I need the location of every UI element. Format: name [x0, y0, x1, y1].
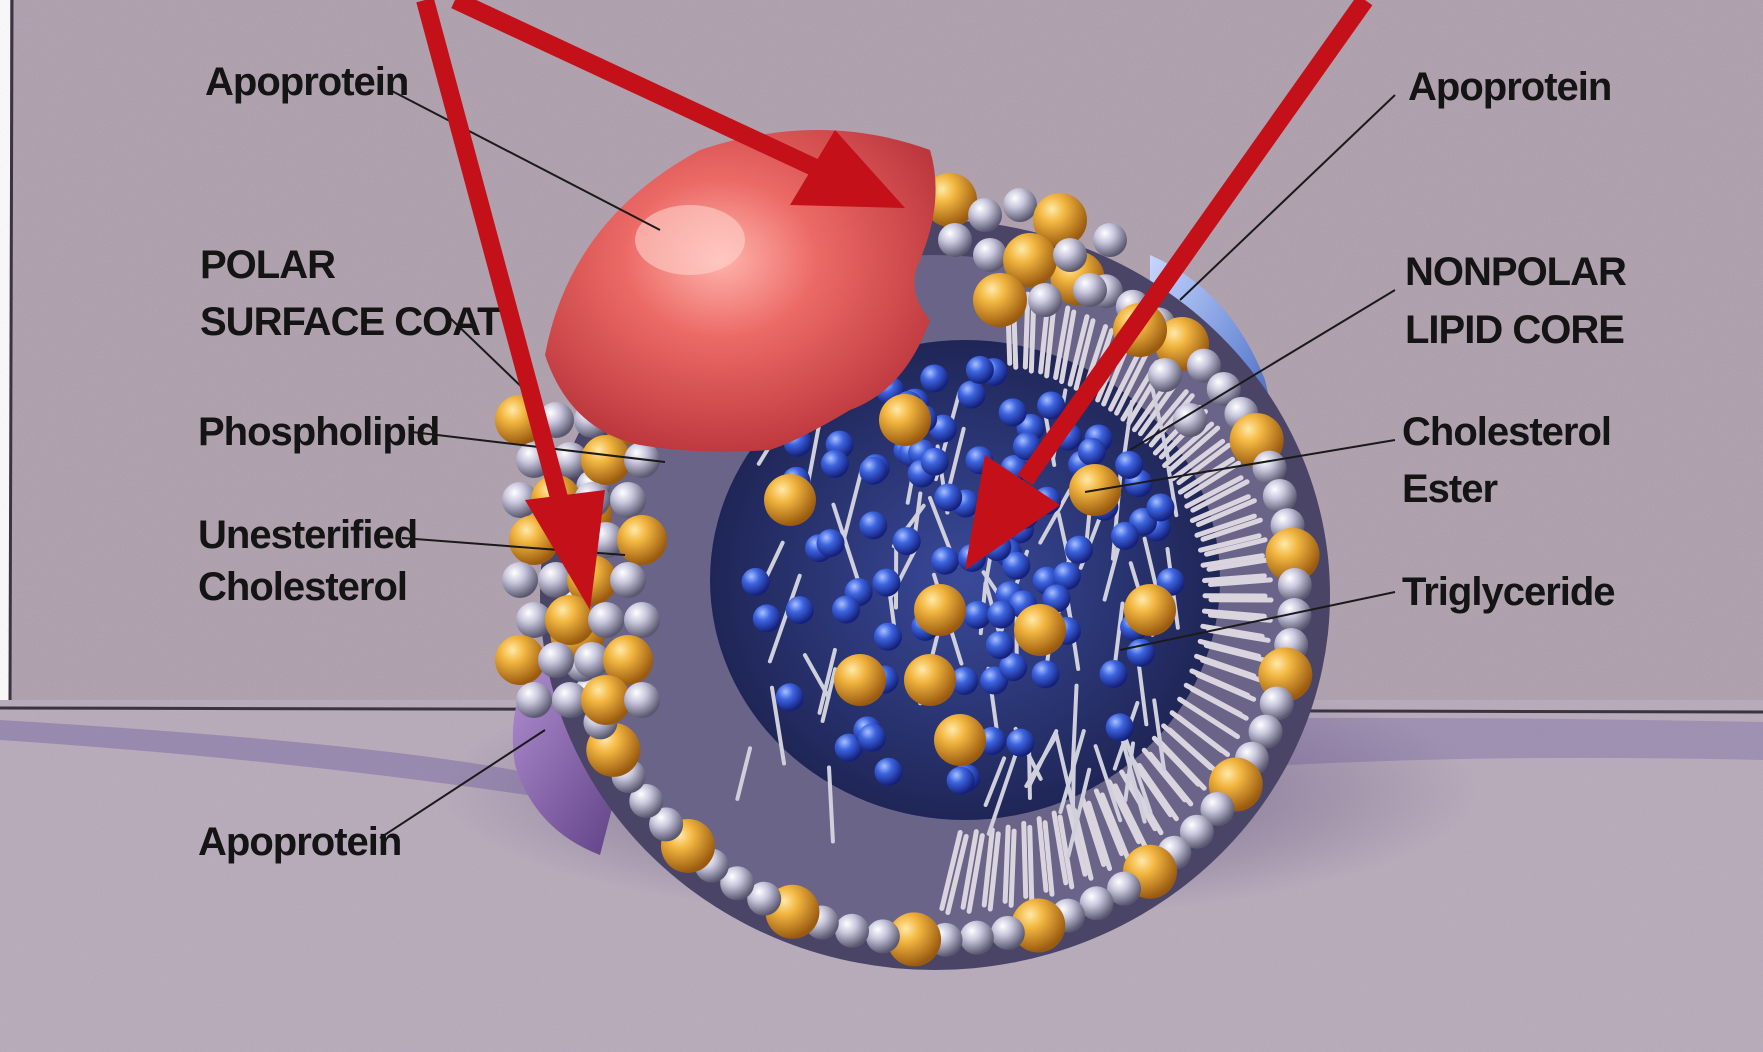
phospholipid-tail	[1011, 831, 1014, 905]
core-molecule-head	[1111, 522, 1139, 550]
core-molecule-head	[921, 448, 949, 476]
cholesterol-ester-sphere	[764, 474, 816, 526]
cholesterol-ester-sphere	[834, 654, 886, 706]
core-molecule-head	[931, 547, 959, 575]
phospholipid-head	[835, 914, 869, 948]
core-molecule-head	[966, 356, 994, 384]
core-molecule-head	[999, 398, 1027, 426]
cholesterol-sphere	[495, 635, 545, 685]
core-molecule-head	[1115, 451, 1143, 479]
core-molecule-head	[859, 457, 887, 485]
phospholipid-head	[624, 682, 660, 718]
phospholipid-head	[938, 223, 972, 257]
phospholipid-head	[1003, 188, 1037, 222]
phospholipid-head	[610, 562, 646, 598]
core-molecule-head	[1065, 536, 1093, 564]
label-nonpolar-line1: NONPOLAR	[1405, 250, 1627, 294]
core-molecule-head	[958, 381, 986, 409]
phospholipid-head	[624, 602, 660, 638]
phospholipid-tail	[1005, 827, 1008, 901]
phospholipid-head	[1148, 358, 1182, 392]
cholesterol-sphere	[617, 515, 667, 565]
cholesterol-ester-sphere	[1014, 604, 1066, 656]
core-molecule-head	[872, 569, 900, 597]
core-molecule-head	[817, 529, 845, 557]
core-molecule-head	[832, 596, 860, 624]
core-molecule-head	[893, 527, 921, 555]
cholesterol-sphere	[973, 273, 1027, 327]
phospholipid-head	[1028, 283, 1062, 317]
core-molecule-head	[1100, 660, 1128, 688]
phospholipid-head	[960, 921, 994, 955]
label-cholesterol-ester-line2: Ester	[1402, 467, 1497, 511]
phospholipid-head	[1263, 479, 1297, 513]
cholesterol-ester-sphere	[879, 394, 931, 446]
phospholipid-head	[973, 238, 1007, 272]
core-molecule-head	[859, 511, 887, 539]
core-molecule-head	[1006, 729, 1034, 757]
phospholipid-head	[516, 682, 552, 718]
core-molecule-head	[934, 483, 962, 511]
label-apoprotein-bottom-left: Apoprotein	[198, 820, 401, 864]
label-apoprotein-top-right: Apoprotein	[1408, 65, 1611, 109]
phospholipid-tail	[1030, 827, 1032, 900]
label-cholesterol-ester-line1: Cholesterol	[1402, 410, 1611, 454]
cholesterol-ester-sphere	[904, 654, 956, 706]
cholesterol-ester-sphere	[1124, 584, 1176, 636]
phospholipid-head	[1053, 238, 1087, 272]
phospholipid-head	[610, 482, 646, 518]
phospholipid-head	[1278, 568, 1312, 602]
core-molecule-head	[1032, 660, 1060, 688]
core-molecule-head	[920, 364, 948, 392]
label-polar-line1: POLAR	[200, 243, 336, 287]
core-molecule-head	[1146, 493, 1174, 521]
label-unesterified-line1: Unesterified	[198, 513, 417, 557]
phospholipid-head	[1073, 273, 1107, 307]
cholesterol-sphere	[581, 675, 631, 725]
phospholipid-tail	[1024, 823, 1026, 896]
phospholipid-head	[538, 642, 574, 678]
phospholipid-head	[968, 198, 1002, 232]
label-unesterified-line2: Cholesterol	[198, 565, 407, 609]
core-molecule-head	[753, 604, 781, 632]
cholesterol-ester-sphere	[914, 584, 966, 636]
core-molecule-head	[858, 724, 886, 752]
core-molecule-head	[776, 683, 804, 711]
core-molecule-head	[1078, 438, 1106, 466]
phospholipid-head	[1093, 223, 1127, 257]
core-molecule-head	[874, 758, 902, 786]
core-molecule-head	[963, 601, 991, 629]
phospholipid-head	[991, 916, 1025, 950]
core-molecule-head	[874, 623, 902, 651]
phospholipid-head	[866, 919, 900, 953]
core-molecule-head	[742, 568, 770, 596]
phospholipid-head	[502, 562, 538, 598]
label-polar-line2: SURFACE COAT	[200, 300, 501, 344]
phospholipid-head	[588, 602, 624, 638]
label-nonpolar-line2: LIPID CORE	[1405, 308, 1624, 352]
core-molecule-head	[821, 450, 849, 478]
core-molecule-head	[1106, 713, 1134, 741]
cholesterol-ester-sphere	[934, 714, 986, 766]
cholesterol-sphere	[581, 435, 631, 485]
core-molecule-head	[986, 631, 1014, 659]
core-molecule-head	[786, 596, 814, 624]
label-triglyceride: Triglyceride	[1402, 570, 1615, 614]
core-molecule-head	[947, 767, 975, 795]
core-molecule-head	[987, 601, 1015, 629]
label-apoprotein-top-left: Apoprotein	[205, 60, 408, 104]
label-phospholipid: Phospholipid	[198, 410, 439, 454]
